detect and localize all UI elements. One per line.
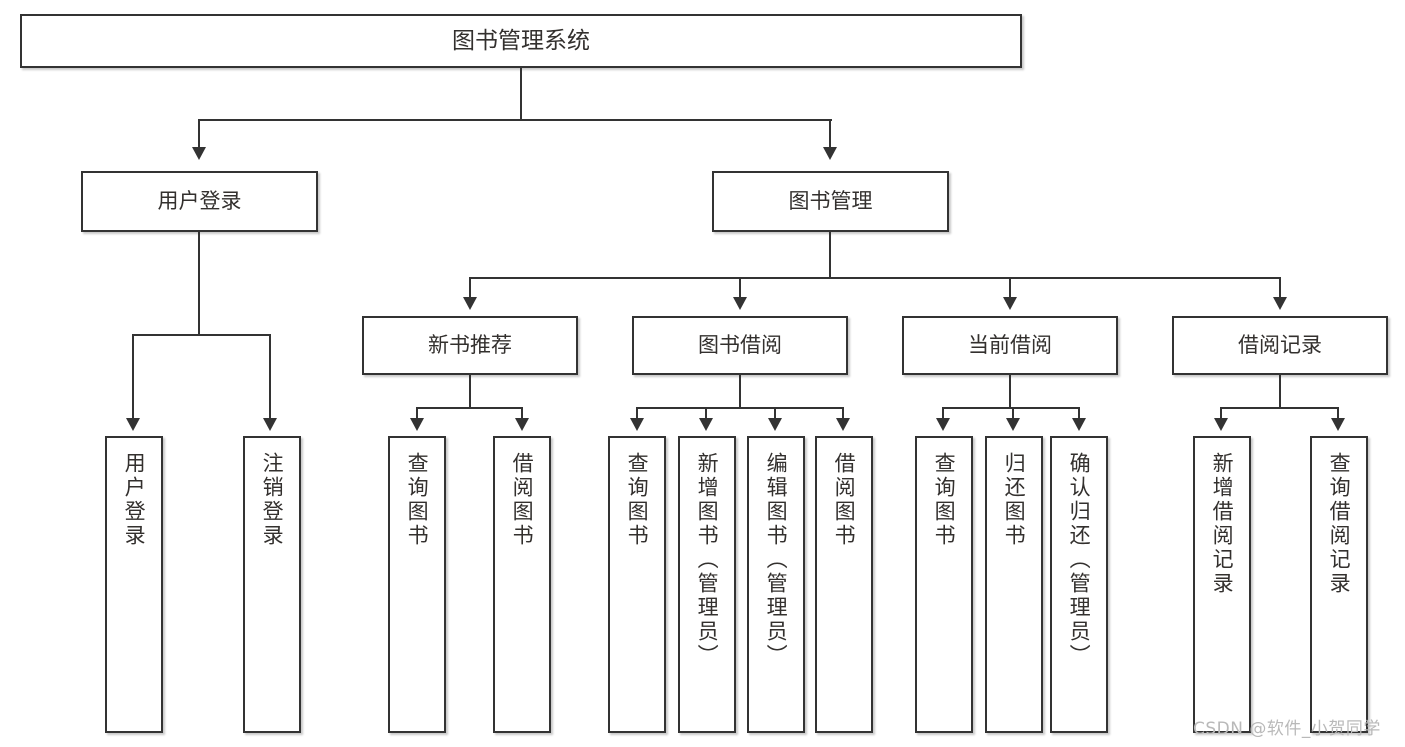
node-label: 图书借阅 — [698, 333, 782, 358]
connector-book-borrow-stem — [739, 375, 741, 408]
node-leaf-query-book-3[interactable]: 查询图书 — [915, 436, 973, 733]
node-label: 用户登录 — [157, 189, 242, 214]
connector-borrow-record-to-leaf-2 — [1337, 407, 1339, 418]
connector-book-manage-to-current-borrow — [1009, 277, 1011, 297]
node-leaf-query-book-1[interactable]: 查询图书 — [388, 436, 446, 733]
arrow-current-borrow-to-leaf-3 — [1072, 418, 1086, 431]
connector-book-borrow-to-leaf-1 — [636, 407, 638, 418]
arrow-new-book-to-leaf-1 — [410, 418, 424, 431]
connector-user-login-stem — [198, 232, 200, 335]
connector-book-borrow-to-leaf-3 — [774, 407, 776, 418]
arrow-book-manage-to-current-borrow — [1003, 297, 1017, 310]
node-leaf-borrow-book-2[interactable]: 借阅图书 — [815, 436, 873, 733]
connector-user-login-to-leaf-2 — [269, 334, 271, 418]
connector-borrow-record-stem — [1279, 375, 1281, 408]
arrow-book-borrow-to-leaf-4 — [836, 418, 850, 431]
node-leaf-add-record[interactable]: 新增借阅记录 — [1193, 436, 1251, 733]
connector-root-to-book-manage — [829, 119, 831, 147]
arrow-user-login-to-leaf-2 — [263, 418, 277, 431]
node-label: 归还图书 — [1002, 452, 1027, 548]
arrow-book-manage-to-book-borrow — [733, 297, 747, 310]
arrow-book-manage-to-borrow-record — [1273, 297, 1287, 310]
arrow-book-borrow-to-leaf-1 — [630, 418, 644, 431]
node-label: 编辑图书（管理员） — [764, 452, 789, 668]
connector-book-manage-bus — [469, 277, 1281, 279]
node-leaf-borrow-book-1[interactable]: 借阅图书 — [493, 436, 551, 733]
node-label: 查询图书 — [405, 452, 430, 548]
connector-book-borrow-bus — [636, 407, 844, 409]
connector-book-borrow-to-leaf-4 — [842, 407, 844, 418]
node-book-manage[interactable]: 图书管理 — [712, 171, 949, 232]
connector-book-manage-stem — [829, 232, 831, 278]
node-label: 新书推荐 — [428, 333, 512, 358]
node-leaf-query-book-2[interactable]: 查询图书 — [608, 436, 666, 733]
arrow-borrow-record-to-leaf-2 — [1331, 418, 1345, 431]
connector-root-bus — [198, 119, 832, 121]
node-label: 借阅图书 — [510, 452, 535, 548]
connector-book-manage-to-borrow-record — [1279, 277, 1281, 297]
node-leaf-return-book[interactable]: 归还图书 — [985, 436, 1043, 733]
node-leaf-add-book[interactable]: 新增图书（管理员） — [678, 436, 736, 733]
connector-book-borrow-to-leaf-2 — [705, 407, 707, 418]
arrow-borrow-record-to-leaf-1 — [1214, 418, 1228, 431]
node-label: 查询借阅记录 — [1327, 452, 1352, 596]
node-label: 借阅记录 — [1238, 333, 1322, 358]
node-borrow-record[interactable]: 借阅记录 — [1172, 316, 1388, 375]
connector-root-to-user-login — [198, 119, 200, 147]
connector-new-book-to-leaf-2 — [521, 407, 523, 418]
arrow-new-book-to-leaf-2 — [515, 418, 529, 431]
connector-current-borrow-to-leaf-2 — [1012, 407, 1014, 418]
arrow-book-borrow-to-leaf-3 — [768, 418, 782, 431]
node-label: 新增借阅记录 — [1210, 452, 1235, 596]
node-label: 用户登录 — [122, 452, 147, 548]
node-label: 新增图书（管理员） — [695, 452, 720, 668]
arrow-user-login-to-leaf-1 — [126, 418, 140, 431]
connector-user-login-bus — [132, 334, 269, 336]
node-leaf-user-login[interactable]: 用户登录 — [105, 436, 163, 733]
node-book-borrow[interactable]: 图书借阅 — [632, 316, 848, 375]
arrow-book-manage-to-new-book — [463, 297, 477, 310]
node-leaf-logout[interactable]: 注销登录 — [243, 436, 301, 733]
connector-book-manage-to-book-borrow — [739, 277, 741, 297]
connector-current-borrow-stem — [1009, 375, 1011, 408]
connector-current-borrow-bus — [942, 407, 1079, 409]
node-label: 借阅图书 — [832, 452, 857, 548]
connector-new-book-to-leaf-1 — [416, 407, 418, 418]
node-label: 查询图书 — [932, 452, 957, 548]
node-label: 注销登录 — [260, 452, 285, 548]
connector-current-borrow-to-leaf-1 — [942, 407, 944, 418]
connector-new-book-stem — [469, 375, 471, 408]
connector-borrow-record-bus — [1220, 407, 1339, 409]
node-leaf-confirm-return[interactable]: 确认归还（管理员） — [1050, 436, 1108, 733]
node-label: 确认归还（管理员） — [1067, 452, 1092, 668]
arrow-root-to-user-login — [192, 147, 206, 160]
connector-new-book-bus — [416, 407, 523, 409]
connector-user-login-to-leaf-1 — [132, 334, 134, 418]
node-current-borrow[interactable]: 当前借阅 — [902, 316, 1118, 375]
arrow-current-borrow-to-leaf-1 — [936, 418, 950, 431]
arrow-current-borrow-to-leaf-2 — [1006, 418, 1020, 431]
node-user-login[interactable]: 用户登录 — [81, 171, 318, 232]
node-leaf-query-record[interactable]: 查询借阅记录 — [1310, 436, 1368, 733]
arrow-book-borrow-to-leaf-2 — [699, 418, 713, 431]
arrow-root-to-book-manage — [823, 147, 837, 160]
csdn-watermark: CSDN @软件_小贺同学 — [1193, 719, 1381, 739]
node-leaf-edit-book[interactable]: 编辑图书（管理员） — [747, 436, 805, 733]
node-root-system[interactable]: 图书管理系统 — [20, 14, 1022, 68]
node-label: 查询图书 — [625, 452, 650, 548]
connector-borrow-record-to-leaf-1 — [1220, 407, 1222, 418]
node-label: 图书管理 — [788, 189, 873, 214]
connector-current-borrow-to-leaf-3 — [1078, 407, 1080, 418]
node-label: 当前借阅 — [968, 333, 1052, 358]
connector-root-stem — [520, 68, 522, 120]
node-new-book-recommend[interactable]: 新书推荐 — [362, 316, 578, 375]
connector-book-manage-to-new-book — [469, 277, 471, 297]
node-label: 图书管理系统 — [452, 27, 590, 54]
